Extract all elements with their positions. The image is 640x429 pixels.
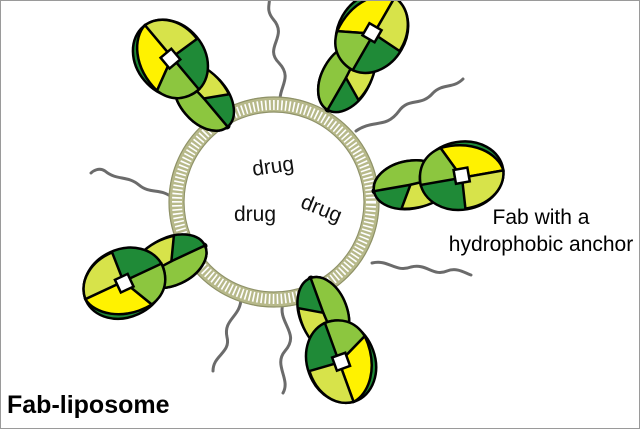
fab-fragment: [366, 133, 511, 226]
fab-fragment: [277, 265, 389, 415]
peg-chain: [354, 77, 465, 133]
liposome-membrane: [168, 96, 380, 308]
peg-chain: [370, 260, 473, 277]
figure-title: Fab-liposome: [7, 391, 170, 419]
fab-fragment: [116, 3, 255, 150]
peg-chain: [211, 296, 243, 373]
fab-fragment: [70, 213, 221, 334]
fab-annotation-line2: hydrophobic anchor: [448, 233, 634, 256]
peg-chain: [89, 167, 176, 201]
fab-annotation-line1: Fab with a: [492, 206, 590, 229]
drug-label: drug: [234, 203, 276, 226]
fab-fragments: [70, 1, 511, 415]
peg-chain: [267, 1, 287, 113]
fab-fragment: [296, 1, 424, 129]
peg-chain: [279, 301, 293, 395]
fab-annotation: Fab with a hydrophobic anchor: [441, 204, 639, 258]
peg-chains: [89, 1, 473, 395]
